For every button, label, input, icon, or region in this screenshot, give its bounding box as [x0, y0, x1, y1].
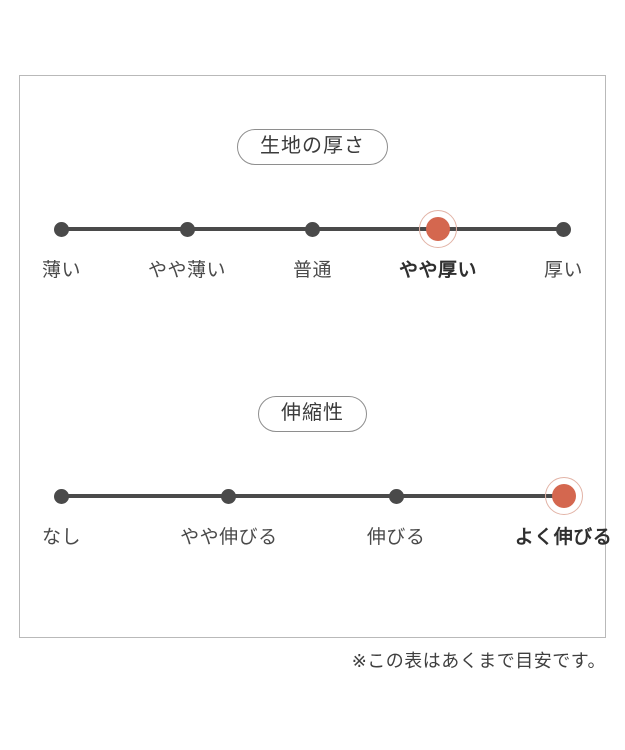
metric-thickness-label-1: やや薄い	[147, 260, 227, 281]
metric-stretch-label-2: 伸びる	[366, 527, 426, 548]
metric-thickness-dot-3-active	[426, 217, 450, 241]
metric-thickness-dot-4	[556, 221, 571, 237]
metric-stretch-scale-wrap: なし やや伸びる 伸びる よく伸びる	[42, 476, 612, 558]
metric-stretch-dot-3-active	[551, 484, 576, 508]
metric-thickness-badge: 生地の厚さ	[237, 129, 388, 165]
metric-thickness-dot-0	[54, 221, 69, 237]
metric-stretch-label-3: よく伸びる	[514, 527, 613, 548]
metric-stretch-badge: 伸縮性	[258, 396, 367, 432]
spec-panel: 生地の厚さ 薄い やや薄い 普通 やや厚い 厚い 伸縮性 なし やや伸びる 伸びる よく伸びる	[19, 75, 612, 638]
metric-thickness-dot-2	[305, 221, 320, 237]
metric-stretch-active-ring	[544, 477, 583, 515]
metric-thickness-label-3: やや厚い	[398, 260, 478, 281]
footnote-text: ※この表はあくまで目安です。	[351, 651, 606, 671]
metric-stretch-scale	[54, 476, 583, 516]
metric-thickness: 生地の厚さ 薄い やや薄い 普通 やや厚い 厚い	[20, 129, 605, 291]
metric-thickness-badge-row: 生地の厚さ	[20, 129, 605, 165]
metric-thickness-label-0: 薄い	[41, 260, 82, 281]
metric-stretch-dot-1	[221, 488, 237, 504]
metric-thickness-scale	[54, 209, 571, 249]
metric-thickness-label-4: 厚い	[543, 260, 584, 281]
metric-stretch-label-0: なし	[41, 527, 82, 548]
metric-thickness-labels: 薄い やや薄い 普通 やや厚い 厚い	[42, 257, 583, 291]
metric-stretch-labels: なし やや伸びる 伸びる よく伸びる	[42, 524, 612, 558]
metric-stretch-track	[61, 494, 564, 498]
metric-stretch: 伸縮性 なし やや伸びる 伸びる よく伸びる	[20, 396, 612, 558]
metric-thickness-dot-1	[179, 221, 195, 237]
metric-stretch-badge-row: 伸縮性	[20, 396, 605, 432]
metric-stretch-dot-0	[54, 488, 69, 504]
metric-thickness-scale-wrap: 薄い やや薄い 普通 やや厚い 厚い	[42, 209, 583, 291]
metric-thickness-label-2: 普通	[292, 260, 333, 281]
metric-stretch-label-1: やや伸びる	[180, 527, 278, 548]
metric-stretch-dot-2	[388, 488, 404, 504]
metric-thickness-active-ring	[419, 210, 457, 248]
